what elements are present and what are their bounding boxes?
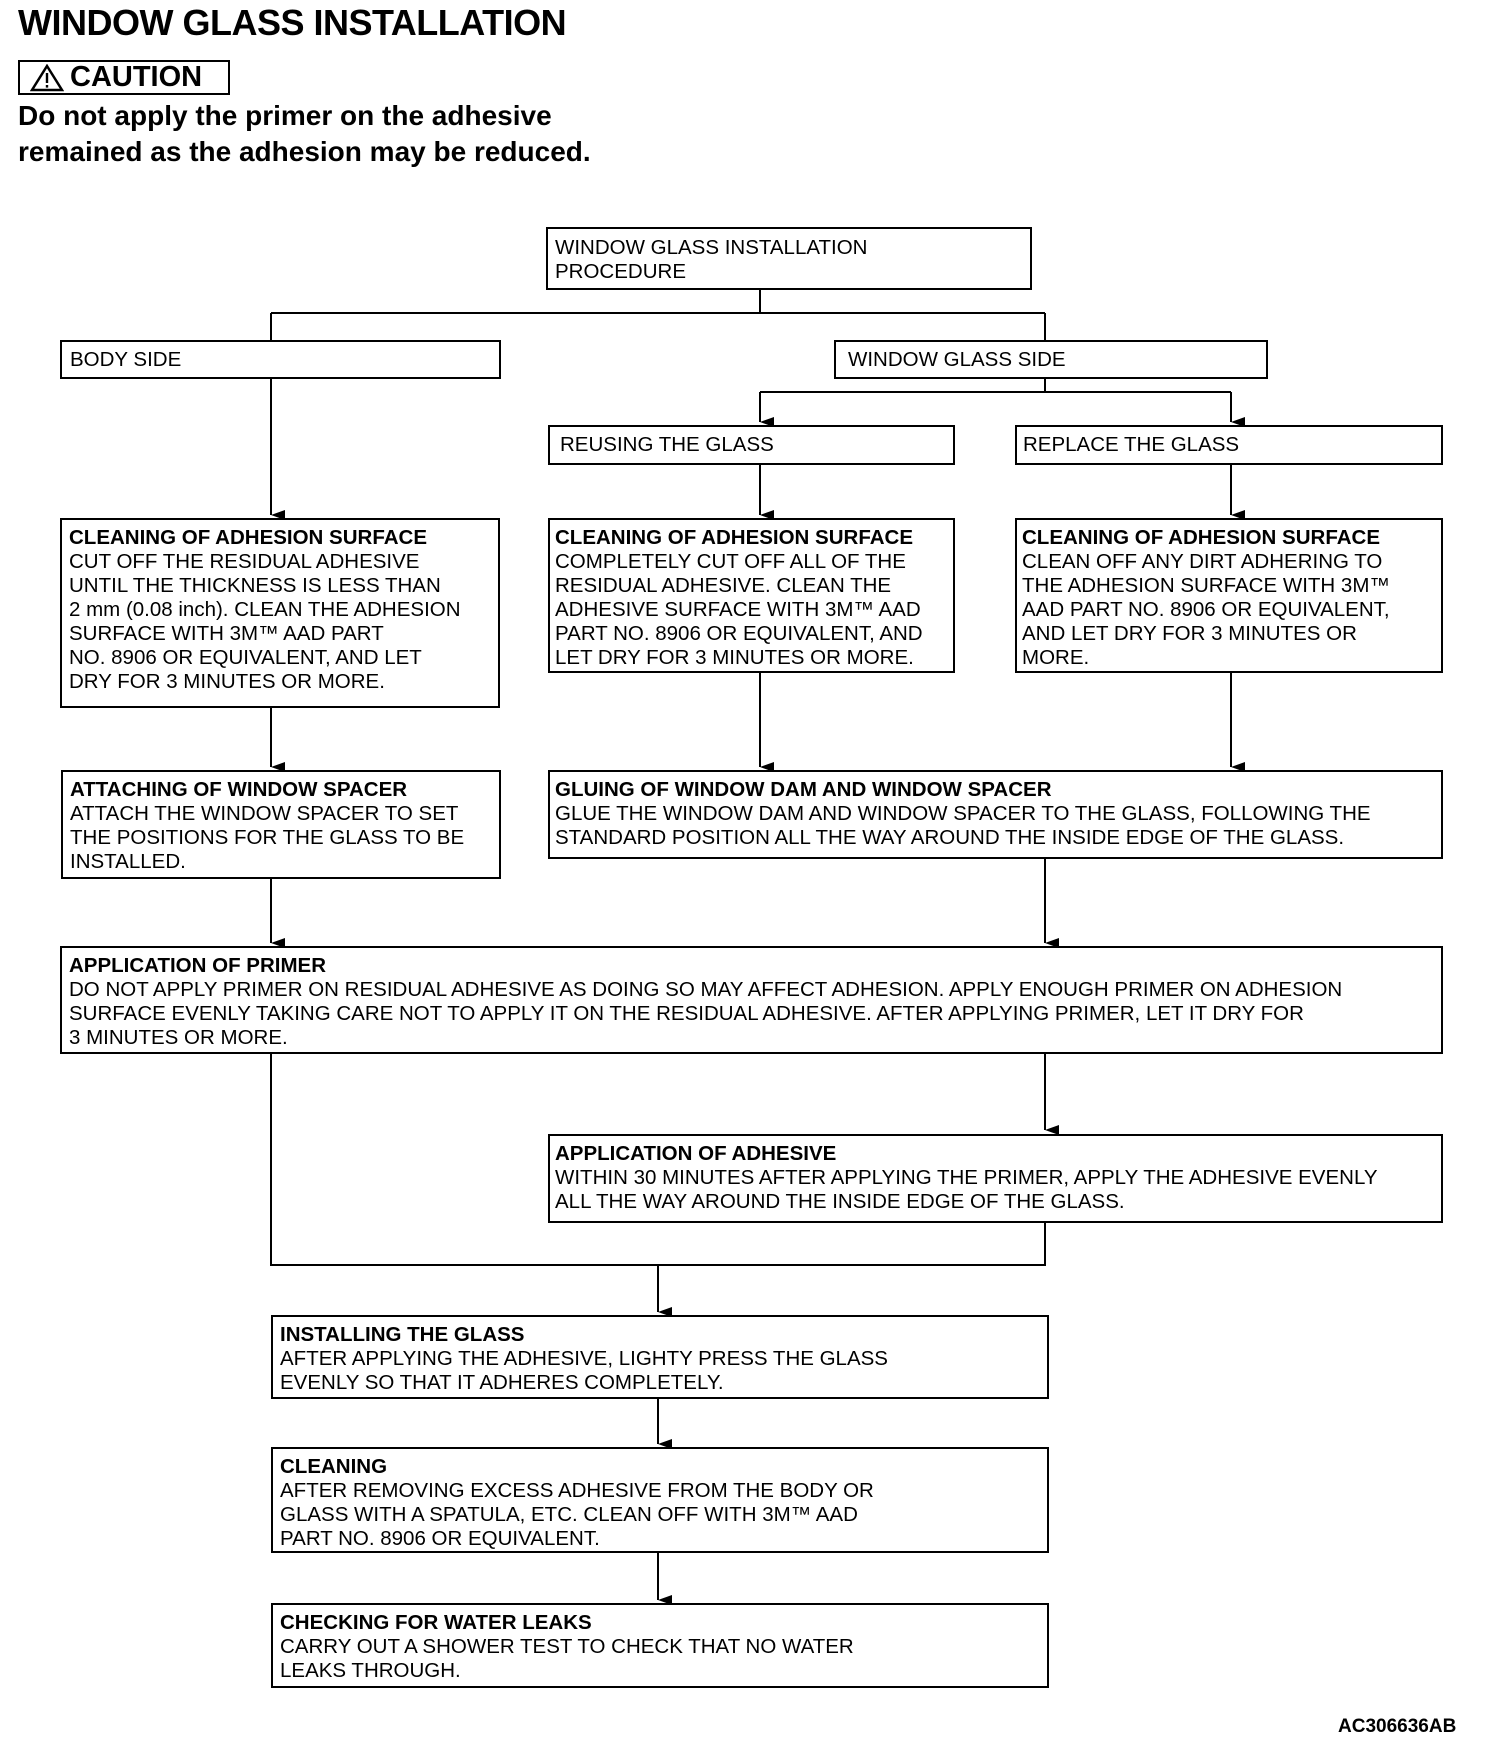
node-cleaning-body-side: CLEANING OF ADHESION SURFACE CUT OFF THE…: [60, 518, 500, 708]
node-heading: ATTACHING OF WINDOW SPACER: [70, 778, 408, 801]
node-text-line: 3 MINUTES OR MORE.: [69, 1026, 288, 1049]
node-label: REPLACE THE GLASS: [1023, 433, 1240, 456]
node-text-line: AAD PART NO. 8906 OR EQUIVALENT,: [1022, 598, 1390, 621]
node-text-line: AFTER APPLYING THE ADHESIVE, LIGHTY PRES…: [280, 1347, 888, 1370]
node-procedure-start: WINDOW GLASS INSTALLATION PROCEDURE: [546, 227, 1032, 290]
node-cleaning-replace: CLEANING OF ADHESION SURFACE CLEAN OFF A…: [1015, 518, 1443, 673]
node-text-line: EVENLY SO THAT IT ADHERES COMPLETELY.: [280, 1371, 724, 1394]
node-text-line: AFTER REMOVING EXCESS ADHESIVE FROM THE …: [280, 1479, 874, 1502]
node-text-line: LET DRY FOR 3 MINUTES OR MORE.: [555, 646, 914, 669]
node-attaching-window-spacer: ATTACHING OF WINDOW SPACER ATTACH THE WI…: [61, 770, 501, 879]
node-text-line: GLASS WITH A SPATULA, ETC. CLEAN OFF WIT…: [280, 1503, 858, 1526]
connector-glass-split: [760, 378, 1231, 393]
node-text-line: ALL THE WAY AROUND THE INSIDE EDGE OF TH…: [555, 1190, 1125, 1213]
node-text-line: CLEAN OFF ANY DIRT ADHERING TO: [1022, 550, 1383, 573]
node-text-line: UNTIL THE THICKNESS IS LESS THAN: [69, 574, 441, 597]
node-text-line: LEAKS THROUGH.: [280, 1659, 461, 1682]
node-text-line: ATTACH THE WINDOW SPACER TO SET: [70, 802, 459, 825]
node-text-line: AND LET DRY FOR 3 MINUTES OR: [1022, 622, 1357, 645]
caution-label-box: CAUTION: [18, 60, 230, 95]
node-cleaning-reuse: CLEANING OF ADHESION SURFACE COMPLETELY …: [548, 518, 955, 673]
node-text-line: INSTALLED.: [70, 850, 186, 873]
node-heading: CLEANING: [280, 1455, 388, 1478]
node-heading: APPLICATION OF PRIMER: [69, 954, 327, 977]
node-text-line: WINDOW GLASS INSTALLATION: [555, 236, 868, 259]
node-text-line: DO NOT APPLY PRIMER ON RESIDUAL ADHESIVE…: [69, 978, 1343, 1001]
caution-message: Do not apply the primer on the adhesive …: [18, 98, 591, 170]
node-label: REUSING THE GLASS: [560, 433, 774, 456]
figure-reference-code: AC306636AB: [1338, 1716, 1457, 1737]
node-text-line: PROCEDURE: [555, 260, 686, 283]
node-heading: CHECKING FOR WATER LEAKS: [280, 1611, 592, 1634]
caution-line-2: remained as the adhesion may be reduced.: [18, 136, 591, 167]
node-application-of-adhesive: APPLICATION OF ADHESIVE WITHIN 30 MINUTE…: [548, 1134, 1443, 1223]
node-text-line: THE POSITIONS FOR THE GLASS TO BE: [70, 826, 465, 849]
node-label: BODY SIDE: [70, 347, 182, 371]
node-text-line: COMPLETELY CUT OFF ALL OF THE: [555, 550, 906, 573]
node-gluing-window-dam: GLUING OF WINDOW DAM AND WINDOW SPACER G…: [548, 770, 1443, 859]
node-heading: APPLICATION OF ADHESIVE: [555, 1142, 837, 1165]
node-text-line: CUT OFF THE RESIDUAL ADHESIVE: [69, 550, 420, 573]
warning-triangle-icon: [30, 63, 64, 91]
node-text-line: PART NO. 8906 OR EQUIVALENT, AND: [555, 622, 923, 645]
node-text-line: DRY FOR 3 MINUTES OR MORE.: [69, 670, 385, 693]
node-heading: CLEANING OF ADHESION SURFACE: [1022, 526, 1381, 549]
caution-line-1: Do not apply the primer on the adhesive: [18, 100, 552, 131]
connector-root-split: [270, 289, 1046, 340]
caution-label: CAUTION: [70, 61, 203, 93]
node-text-line: ADHESIVE SURFACE WITH 3M™ AAD: [555, 598, 921, 621]
node-heading: INSTALLING THE GLASS: [280, 1323, 525, 1346]
node-text-line: NO. 8906 OR EQUIVALENT, AND LET: [69, 646, 422, 669]
node-text-line: SURFACE EVENLY TAKING CARE NOT TO APPLY …: [69, 1002, 1304, 1025]
node-cleaning: CLEANING AFTER REMOVING EXCESS ADHESIVE …: [271, 1447, 1049, 1553]
node-application-of-primer: APPLICATION OF PRIMER DO NOT APPLY PRIME…: [60, 946, 1443, 1054]
node-text-line: SURFACE WITH 3M™ AAD PART: [69, 622, 384, 645]
node-text-line: CARRY OUT A SHOWER TEST TO CHECK THAT NO…: [280, 1635, 854, 1658]
node-heading: GLUING OF WINDOW DAM AND WINDOW SPACER: [555, 778, 1052, 801]
node-replace-glass: REPLACE THE GLASS: [1015, 425, 1443, 465]
node-text-line: RESIDUAL ADHESIVE. CLEAN THE: [555, 574, 892, 597]
node-text-line: WITHIN 30 MINUTES AFTER APPLYING THE PRI…: [555, 1166, 1378, 1189]
node-text-line: 2 mm (0.08 inch). CLEAN THE ADHESION: [69, 598, 461, 621]
node-label: WINDOW GLASS SIDE: [848, 347, 1066, 371]
node-checking-water-leaks: CHECKING FOR WATER LEAKS CARRY OUT A SHO…: [271, 1603, 1049, 1688]
page-title: WINDOW GLASS INSTALLATION: [18, 2, 567, 43]
node-window-glass-side: WINDOW GLASS SIDE: [834, 340, 1268, 379]
node-heading: CLEANING OF ADHESION SURFACE: [555, 526, 914, 549]
node-installing-the-glass: INSTALLING THE GLASS AFTER APPLYING THE …: [271, 1315, 1049, 1399]
node-body-side: BODY SIDE: [60, 340, 501, 379]
node-text-line: PART NO. 8906 OR EQUIVALENT.: [280, 1527, 600, 1550]
node-reusing-glass: REUSING THE GLASS: [548, 425, 955, 465]
node-text-line: STANDARD POSITION ALL THE WAY AROUND THE…: [555, 826, 1345, 849]
node-text-line: THE ADHESION SURFACE WITH 3M™: [1022, 574, 1390, 597]
node-text-line: GLUE THE WINDOW DAM AND WINDOW SPACER TO…: [555, 802, 1371, 825]
node-text-line: MORE.: [1022, 646, 1090, 669]
node-heading: CLEANING OF ADHESION SURFACE: [69, 526, 428, 549]
